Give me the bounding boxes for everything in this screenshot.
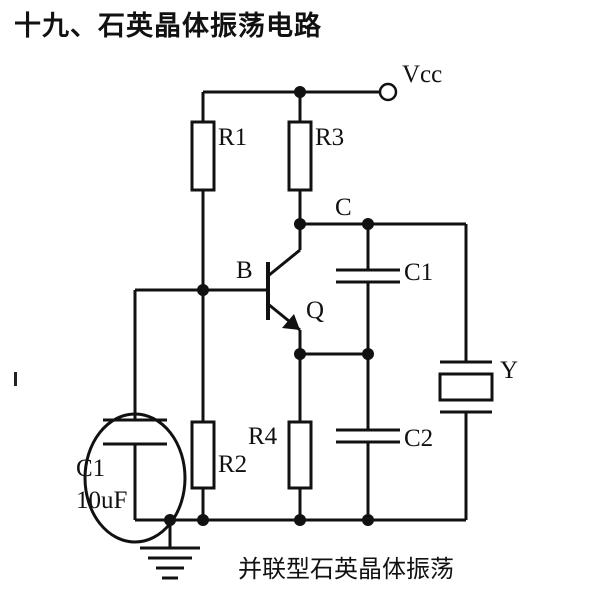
r1-label: R1 (218, 124, 247, 151)
capacitor-c2-symbol (336, 428, 400, 444)
diagram-caption: 并联型石英晶体振荡 (238, 555, 454, 583)
highlight-circle (83, 412, 187, 544)
collector-node-label: C (335, 194, 352, 221)
capacitor-left-symbol (103, 418, 167, 446)
resistor-r4 (287, 420, 313, 490)
base-label: B (236, 257, 253, 284)
page-title: 十九、石英晶体振荡电路 (14, 11, 322, 42)
resistor-r1 (190, 120, 216, 192)
vcc-label: Vcc (402, 61, 442, 88)
left-cap-name-label: C1 (76, 455, 105, 482)
crystal-label: Y (500, 357, 518, 384)
r3-label: R3 (315, 124, 344, 151)
crystal-icon (438, 360, 494, 414)
edge-mark (14, 372, 17, 386)
left-cap-value-label: 10uF (76, 487, 127, 514)
resistor-r3 (287, 120, 313, 192)
c1-label: C1 (404, 259, 433, 286)
c2-label: C2 (404, 425, 433, 452)
emitter-arrow-icon (282, 314, 300, 330)
junction-dots (164, 86, 374, 526)
transistor-label: Q (306, 297, 324, 324)
ground-icon (140, 546, 200, 580)
r4-label: R4 (248, 423, 278, 450)
vcc-terminal-icon (378, 82, 398, 102)
capacitor-c1-symbol (336, 268, 400, 284)
resistor-r2 (190, 420, 216, 490)
r2-label: R2 (218, 451, 247, 478)
